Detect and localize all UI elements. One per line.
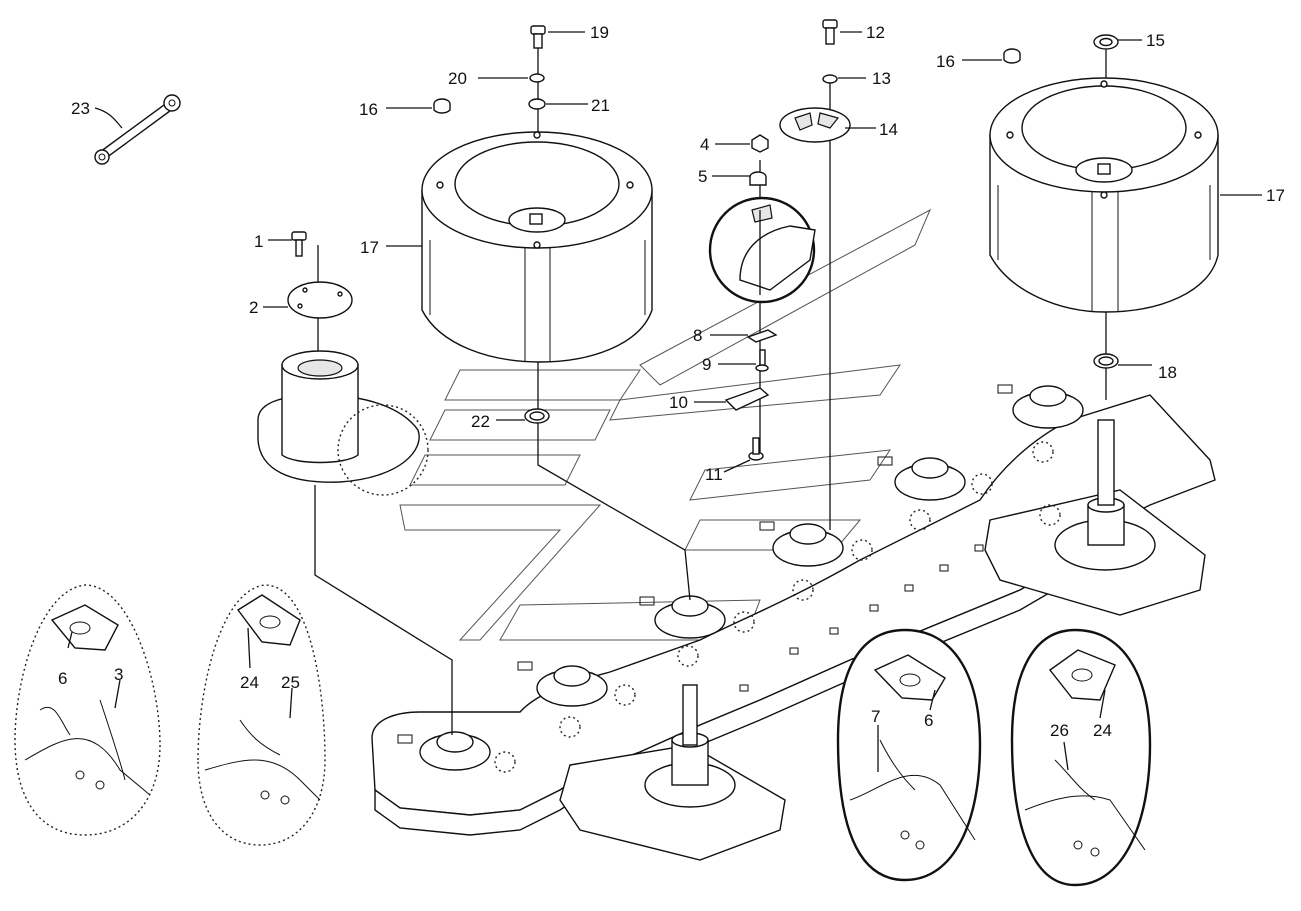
callout-1: 1	[254, 232, 263, 251]
callout-17-left: 17	[360, 238, 379, 257]
callout-8: 8	[693, 326, 702, 345]
hub-4	[772, 523, 844, 567]
cutter-bar	[371, 384, 1216, 861]
callout-19: 19	[590, 23, 609, 42]
callout-17-right: 17	[1266, 186, 1285, 205]
hub-3	[654, 595, 726, 639]
callout-leaders	[67, 31, 1262, 772]
detail-bubble-26	[1010, 628, 1152, 887]
callout-labels: 1 2 3 4 5 6 6 7 8 9 10 11 12 13 14 15 16…	[58, 23, 1285, 740]
callout-14: 14	[879, 120, 898, 139]
callout-16-right: 16	[936, 52, 955, 71]
cap-16-left	[433, 98, 451, 114]
disc-housing-left	[257, 350, 429, 496]
callout-24-left: 24	[240, 673, 259, 692]
callout-2: 2	[249, 298, 258, 317]
callout-10: 10	[669, 393, 688, 412]
disc-hubs	[419, 385, 1084, 773]
bolt-11	[748, 437, 764, 461]
blade-10	[724, 387, 770, 411]
washer-20	[529, 73, 545, 83]
callout-9: 9	[702, 355, 711, 374]
callout-13: 13	[872, 69, 891, 88]
detail-bubble-3	[14, 584, 161, 836]
knife-detail-center	[708, 196, 816, 304]
bolt-12	[822, 19, 838, 45]
screw-1	[291, 231, 307, 257]
pin-9	[755, 349, 769, 372]
callout-6-left: 6	[58, 669, 67, 688]
nut-5	[749, 171, 767, 186]
callout-18: 18	[1158, 363, 1177, 382]
detail-bubble-25	[197, 584, 326, 846]
hub-6	[1012, 385, 1084, 429]
bracket-8	[746, 329, 778, 343]
bolt-19	[530, 25, 546, 49]
wrench-23	[94, 94, 181, 165]
drum-17-right	[989, 77, 1219, 313]
cap-16-right	[1003, 48, 1021, 64]
hub-5	[894, 457, 966, 501]
callout-25: 25	[281, 673, 300, 692]
cover-2	[287, 281, 353, 319]
callout-20: 20	[448, 69, 467, 88]
callout-6-right: 6	[924, 711, 933, 730]
hub-2	[536, 665, 608, 707]
callout-11: 11	[705, 465, 723, 484]
hub-1	[419, 731, 491, 771]
callout-5: 5	[698, 167, 707, 186]
hardware	[94, 19, 1119, 461]
detail-bubble-7	[836, 628, 982, 882]
drum-17-left	[421, 131, 653, 363]
callout-16-left: 16	[359, 100, 378, 119]
callout-21: 21	[591, 96, 610, 115]
callout-3: 3	[114, 665, 123, 684]
callout-23: 23	[71, 99, 90, 118]
washer-21	[528, 98, 546, 110]
watermark-logo	[399, 208, 932, 641]
callout-26: 26	[1050, 721, 1069, 740]
nut-4	[751, 134, 769, 153]
callout-7: 7	[871, 707, 880, 726]
callout-22: 22	[471, 412, 490, 431]
plate-14	[779, 107, 851, 143]
bearing-rings	[494, 441, 1061, 773]
washer-13	[822, 74, 838, 84]
callout-24-right: 24	[1093, 721, 1112, 740]
callout-4: 4	[700, 135, 709, 154]
callout-12: 12	[866, 23, 885, 42]
callout-15: 15	[1146, 31, 1165, 50]
